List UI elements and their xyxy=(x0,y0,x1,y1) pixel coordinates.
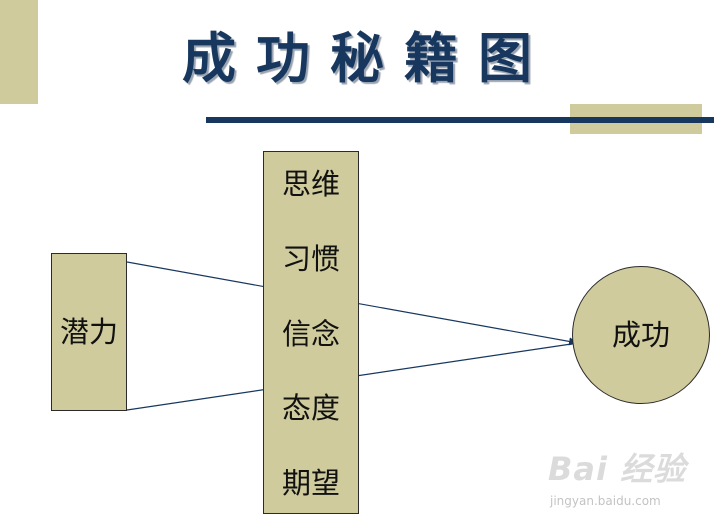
success-circle: 成功 xyxy=(572,266,710,404)
factor-belief: 信念 xyxy=(281,316,340,351)
success-label: 成功 xyxy=(611,318,670,352)
factor-habit: 习惯 xyxy=(281,241,340,276)
slide-title: 成功秘籍图 xyxy=(182,27,552,90)
watermark-brand: Bai 经验 xyxy=(548,450,687,488)
watermark-url: jingyan.baidu.com xyxy=(550,494,661,508)
accent-block-top-left xyxy=(0,0,38,104)
potential-box: 潜力 xyxy=(51,253,127,411)
factors-column: 思维 习惯 信念 态度 期望 xyxy=(263,151,359,514)
title-underline-rule xyxy=(206,117,714,123)
factor-attitude: 态度 xyxy=(281,391,340,426)
potential-label: 潜力 xyxy=(59,315,118,349)
factor-thinking: 思维 xyxy=(281,167,340,201)
baidu-jingyan-watermark: Bai 经验 jingyan.baidu.com xyxy=(548,444,706,518)
factor-expectation: 期望 xyxy=(281,466,340,500)
